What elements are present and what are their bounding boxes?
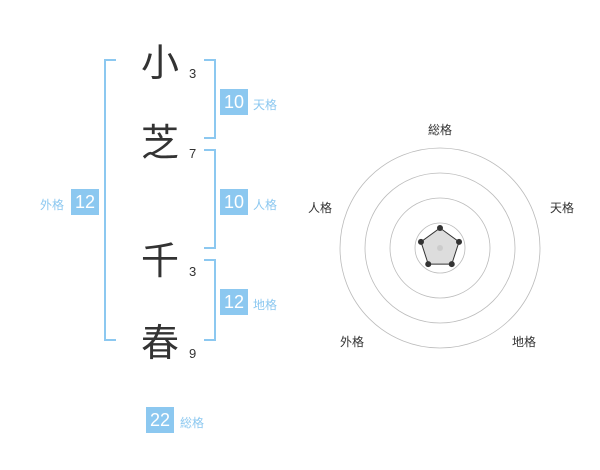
tenkaku-value: 10 [220,89,248,115]
jinkaku-value: 10 [220,189,248,215]
radar-point [417,238,424,245]
name-char-3: 千 [141,239,180,283]
radar-point [448,261,455,268]
name-char-4: 春 [141,321,180,365]
tenkaku-bracket [204,59,216,139]
radar-axis-label-jinkaku: 人格 [308,200,332,215]
radar-ring [364,172,516,324]
radar-center-dot [437,245,443,251]
radar-ring [414,222,466,274]
radar-axis-label-tenkaku: 天格 [550,200,574,215]
radar-axis-label-soukaku: 総格 [428,122,452,137]
radar-points [417,225,463,268]
chikaku-value: 12 [220,289,248,315]
stroke-count-2: 7 [189,146,197,161]
radar-rings [339,147,541,349]
fortune-radar-chart: 総格 天格 地格 外格 人格 [308,122,574,349]
chikaku-label: 地格 [253,298,278,312]
gaikaku-bracket [104,59,116,341]
jinkaku-bracket [204,149,216,249]
radar-ring [339,147,541,349]
gaikaku-label: 外格 [40,198,65,212]
gaikaku-value: 12 [71,189,99,215]
chikaku-bracket [204,259,216,341]
soukaku-value: 22 [146,407,174,433]
name-char-1: 小 [141,41,180,85]
soukaku-label: 総格 [180,416,205,430]
radar-point [425,261,432,268]
stroke-count-3: 3 [189,264,197,279]
radar-axis-label-chikaku: 地格 [512,334,536,349]
radar-point [456,238,463,245]
radar-ring [389,197,491,299]
radar-axis-label-gaikaku: 外格 [340,334,364,349]
stroke-count-4: 9 [189,346,197,361]
tenkaku-label: 天格 [253,98,278,112]
jinkaku-label: 人格 [253,198,278,212]
name-char-2: 芝 [141,121,180,165]
stroke-count-1: 3 [189,66,197,81]
radar-point [437,225,443,231]
